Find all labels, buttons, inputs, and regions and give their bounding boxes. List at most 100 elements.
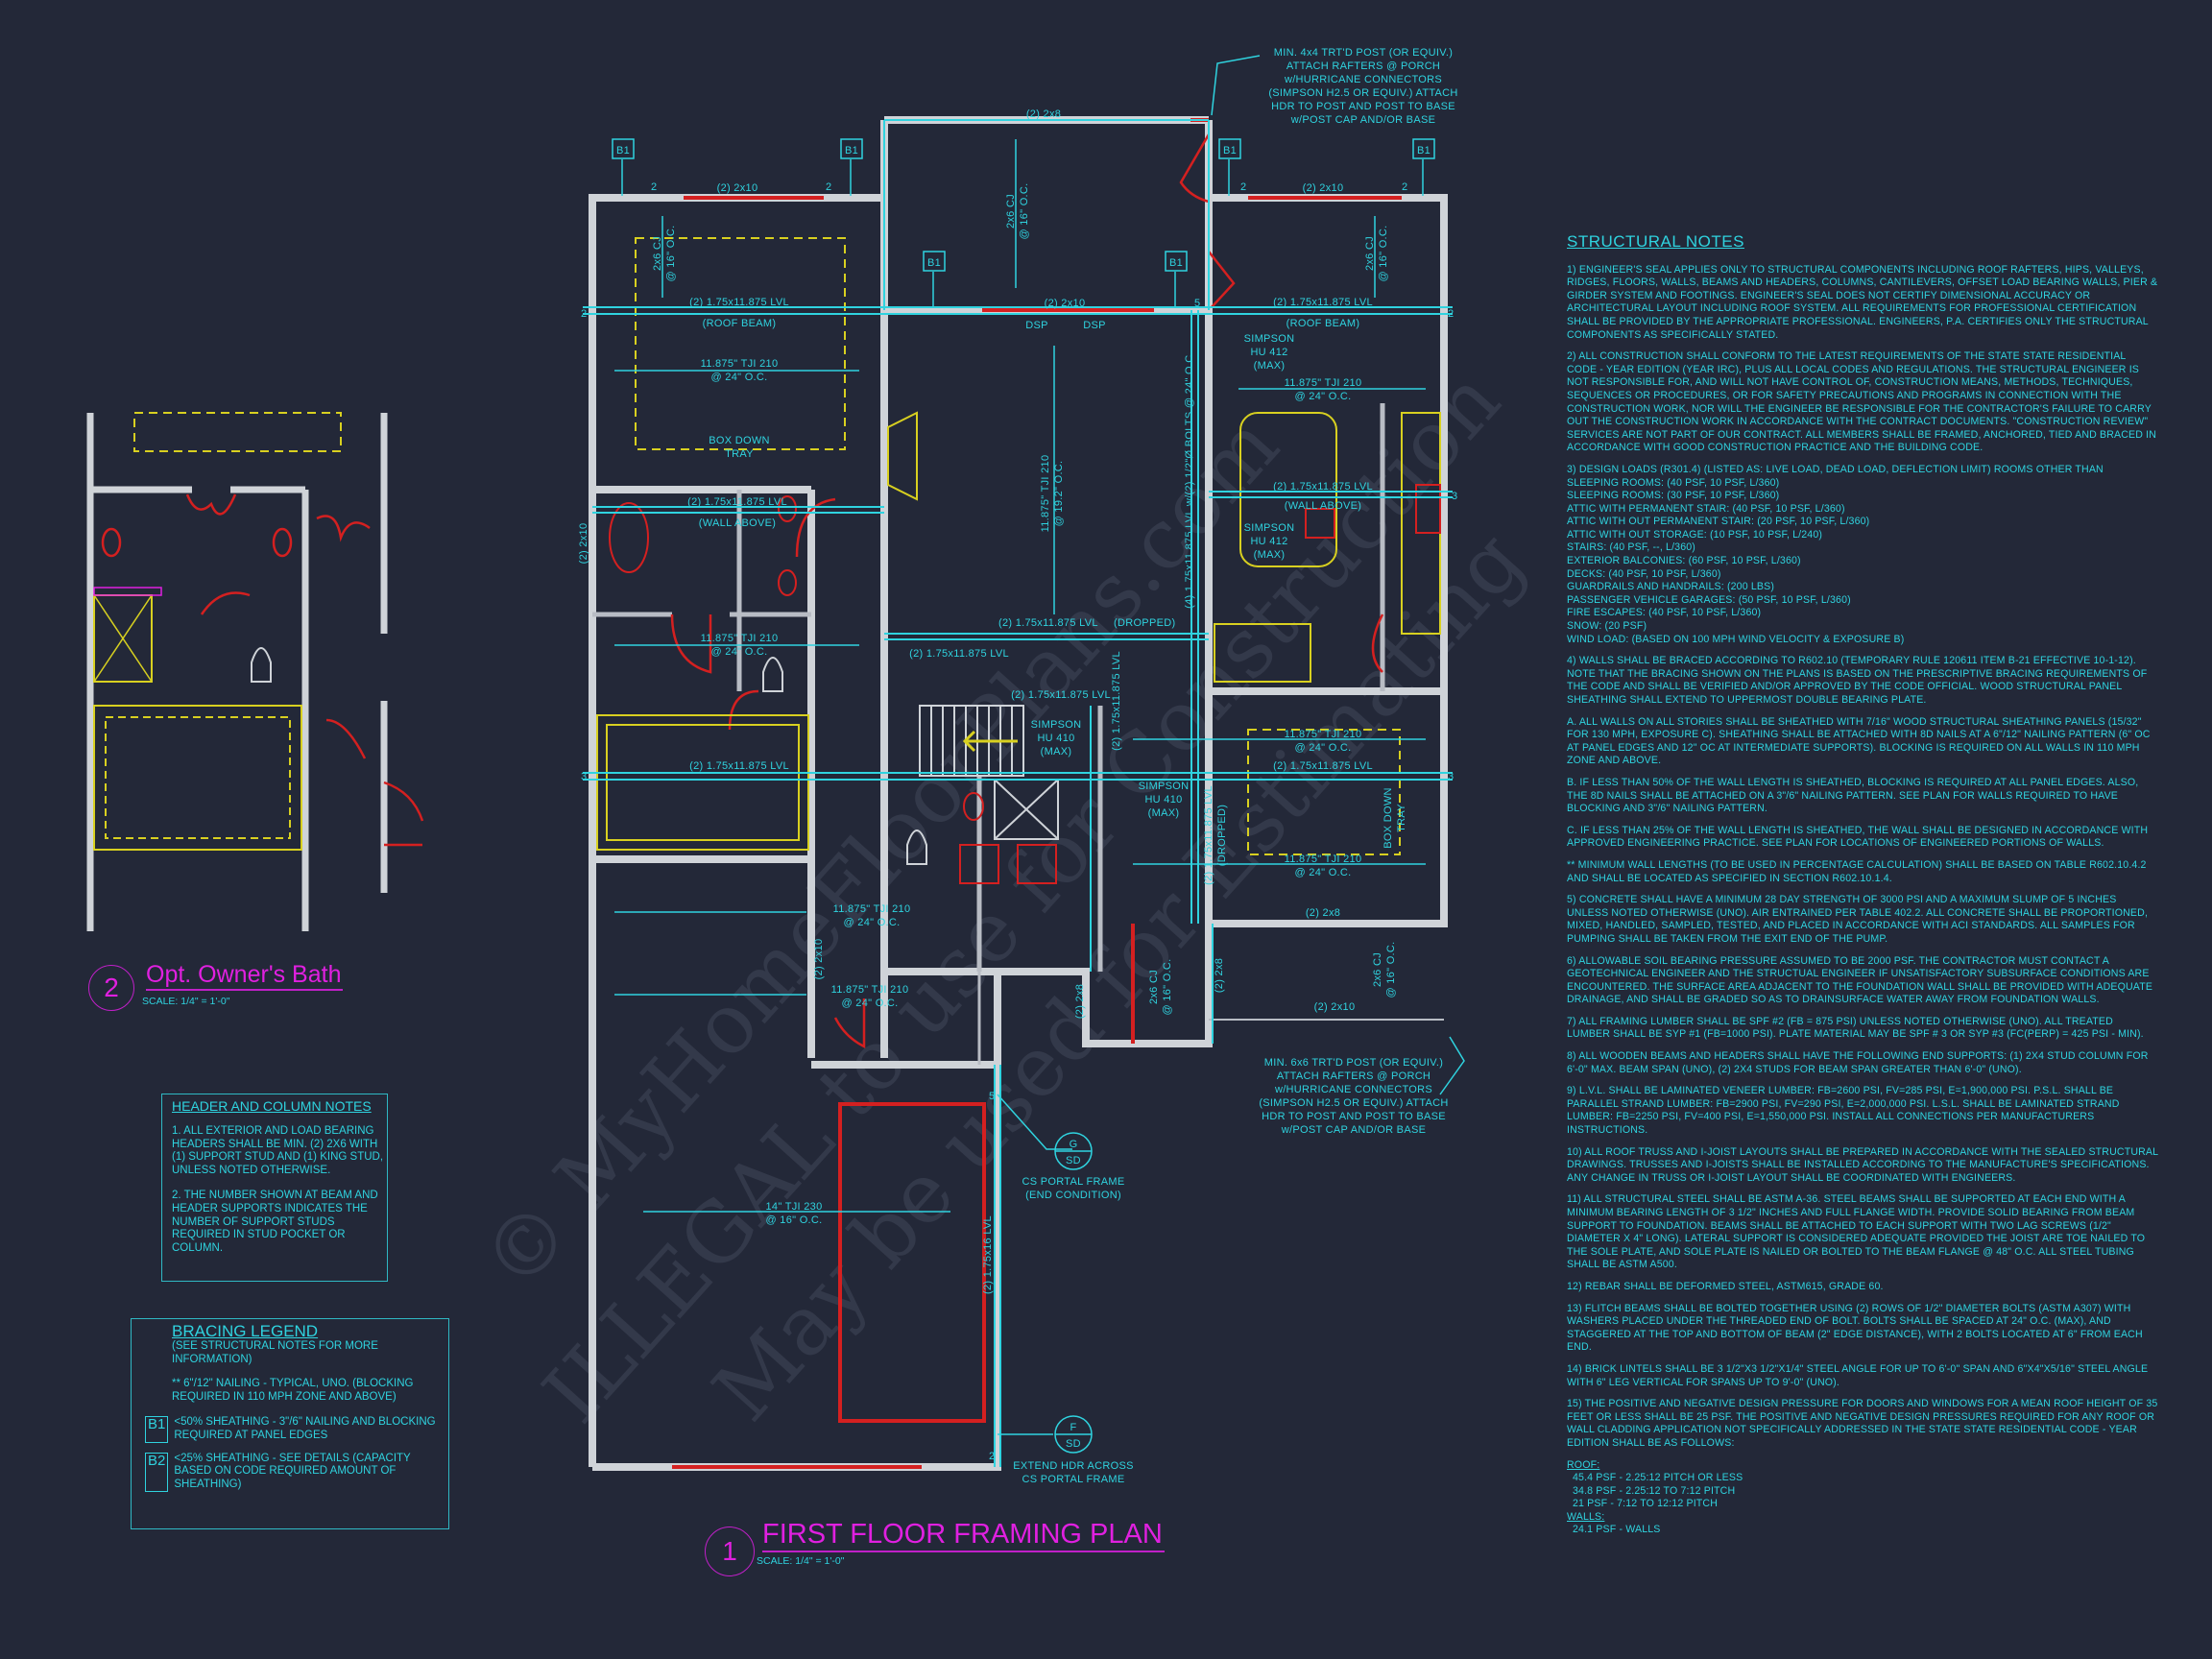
- joist-label: 11.875" TJI 210: [701, 358, 779, 370]
- header-notes-title: HEADER AND COLUMN NOTES: [172, 1098, 372, 1114]
- structural-note: 10) ALL ROOF TRUSS AND I-JOIST LAYOUTS S…: [1567, 1145, 2158, 1184]
- beam-note: (ROOF BEAM): [1286, 318, 1360, 329]
- detail-marker-f[interactable]: F SD EXTEND HDR ACROSS CS PORTAL FRAME: [1013, 1415, 1134, 1485]
- callout-line: (SIMPSON H2.5 OR EQUIV.) ATTACH: [1259, 1097, 1448, 1109]
- structural-note: 9) L.V.L. SHALL BE LAMINATED VENEER LUMB…: [1567, 1085, 2120, 1137]
- joist-spacing: @ 19.2" O.C.: [1053, 461, 1065, 527]
- structural-note: A. ALL WALLS ON ALL STORIES SHALL BE SHE…: [1567, 715, 2151, 767]
- b1-leaders: [621, 55, 1465, 1435]
- b1-tag: B1: [1218, 138, 1241, 159]
- svg-text:B1: B1: [1223, 145, 1237, 156]
- header-label: (2) 2x8: [1306, 907, 1340, 919]
- joist-label: 11.875" TJI 210: [833, 903, 911, 915]
- bracing-legend: BRACING LEGEND (SEE STRUCTURAL NOTES FOR…: [131, 1318, 449, 1529]
- owners-bath-option-drawing: [86, 412, 424, 931]
- stud-count: 2: [651, 181, 657, 193]
- hanger-label: HU 410: [1144, 794, 1182, 805]
- ceiling-joist-label: 2x6 CJ: [1364, 236, 1376, 271]
- beam-note: (WALL ABOVE): [1285, 500, 1361, 512]
- drawing-scale: SCALE: 1/4" = 1'-0": [757, 1555, 845, 1567]
- detail-note: (END CONDITION): [1025, 1190, 1121, 1201]
- beam-lines: [583, 119, 1453, 1467]
- roof-pressure: 21 PSF - 7:12 TO 12:12 PITCH: [1573, 1498, 1719, 1510]
- structural-note: ** MINIMUM WALL LENGTHS (TO BE USED IN P…: [1567, 858, 2147, 884]
- drawing-title: FIRST FLOOR FRAMING PLAN: [762, 1519, 1165, 1552]
- header-label: (2) 2x10: [717, 182, 758, 194]
- beam-label: (2) 1.75x11.875 LVL: [1011, 689, 1111, 701]
- detail-note: CS PORTAL FRAME: [1022, 1474, 1125, 1485]
- stud-count: 2: [1402, 181, 1407, 193]
- stud-count: 2: [826, 181, 831, 193]
- joist-label: 11.875" TJI 210: [1040, 455, 1051, 533]
- callout-line: (SIMPSON H2.5 OR EQUIV.) ATTACH: [1268, 87, 1457, 99]
- joist-label: 11.875" TJI 210: [831, 984, 909, 996]
- stud-count: 2: [1240, 181, 1246, 193]
- detail-marker-g[interactable]: G SD CS PORTAL FRAME (END CONDITION): [1022, 1132, 1125, 1201]
- header-label: (2) 2x10: [813, 939, 825, 980]
- beam-label: (2) 1.75x11.875 LVL: [1203, 785, 1214, 885]
- b1-tag: B1: [923, 251, 946, 272]
- structural-note: 15) THE POSITIVE AND NEGATIVE DESIGN PRE…: [1567, 1398, 2158, 1449]
- callout-line: ATTACH RAFTERS @ PORCH: [1277, 1070, 1431, 1082]
- structural-notes: STRUCTURAL NOTES 1) ENGINEER'S SEAL APPL…: [1567, 232, 2158, 1537]
- header-label: (2) 2x8: [1214, 958, 1225, 993]
- ceiling-joist-label: 2x6 CJ: [1005, 194, 1017, 228]
- structural-notes-title: STRUCTURAL NOTES: [1567, 232, 1744, 251]
- callout-line: w/POST CAP AND/OR BASE: [1290, 114, 1435, 126]
- svg-text:B1: B1: [927, 257, 941, 269]
- beam-label: (2) 1.75x11.875 LVL: [909, 648, 1009, 660]
- ceiling-joist-label: 2x6 CJ: [652, 236, 663, 271]
- stud-count: 5: [989, 1091, 995, 1102]
- header-label: (2) 2x8: [1026, 108, 1061, 120]
- bracing-tags: B1 B1 B1 B1 B1 B1: [612, 138, 1435, 272]
- header-label: (2) 2x8: [1074, 984, 1086, 1019]
- plumbing-fixtures: [609, 484, 1441, 884]
- ceiling-joist-label: 2x6 CJ: [1372, 952, 1383, 987]
- joist-spacing: @ 24" O.C.: [1294, 391, 1351, 402]
- structural-note: 4) WALLS SHALL BE BRACED ACCORDING TO R6…: [1567, 655, 2148, 706]
- fixtures: [596, 411, 1441, 851]
- beam-label: (2) 1.75x11.875 LVL: [1273, 297, 1373, 308]
- b1-tag: B1: [612, 138, 635, 159]
- svg-text:B1: B1: [845, 145, 858, 156]
- walls-pressure: 24.1 PSF - WALLS: [1573, 1524, 1661, 1536]
- beam-label: (2) 1.75x11.875 LVL: [1273, 481, 1373, 493]
- svg-text:B1: B1: [1417, 145, 1431, 156]
- beam-label: (2) 1.75x11.875 LVL: [1273, 760, 1373, 772]
- structural-note: 3) DESIGN LOADS (R301.4) (LISTED AS: LIV…: [1567, 463, 2104, 645]
- hanger-label: HU 412: [1250, 347, 1287, 358]
- watermark: © MyHomeFloorPlans.com ILLEGAL to use fo…: [464, 353, 1542, 1442]
- beam-note: (DROPPED): [1216, 805, 1228, 866]
- detail-note: EXTEND HDR ACROSS: [1013, 1460, 1134, 1472]
- callout-line: ATTACH RAFTERS @ PORCH: [1286, 60, 1440, 72]
- structural-note: 13) FLITCH BEAMS SHALL BE BOLTED TOGETHE…: [1567, 1302, 2143, 1354]
- structural-note: 5) CONCRETE SHALL HAVE A MINIMUM 28 DAY …: [1567, 894, 2149, 945]
- header-note: 2. THE NUMBER SHOWN AT BEAM AND HEADER S…: [172, 1189, 378, 1255]
- joist-label: 11.875" TJI 210: [701, 633, 779, 644]
- roof-pressure: 34.8 PSF - 2.25:12 TO 7:12 PITCH: [1573, 1484, 1736, 1497]
- stud-count: 3: [1452, 491, 1457, 502]
- toilets: [762, 657, 927, 865]
- svg-text:B1: B1: [616, 145, 630, 156]
- roof-pressure: 45.4 PSF - 2.25:12 PITCH OR LESS: [1573, 1472, 1743, 1484]
- header-label: (2) 2x10: [1045, 298, 1086, 309]
- joist-spacing: @ 24" O.C.: [1294, 867, 1351, 878]
- beam-note: (DROPPED): [1114, 617, 1175, 629]
- drawing-number: 2: [88, 965, 134, 1011]
- beam-label: (2) 1.75x11.875 LVL: [689, 297, 789, 308]
- bracing-legend-title: BRACING LEGEND: [172, 1322, 319, 1340]
- joist-spacing: @ 24" O.C.: [710, 372, 767, 383]
- callout-line: w/POST CAP AND/OR BASE: [1281, 1124, 1426, 1136]
- joist-spacing: @ 24" O.C.: [1294, 742, 1351, 754]
- joist-label: 11.875" TJI 210: [1285, 377, 1362, 389]
- sheet-id: SD: [1066, 1155, 1081, 1166]
- hanger-label: (MAX): [1041, 746, 1072, 757]
- joist-spacing: @ 24" O.C.: [843, 917, 900, 928]
- sheet-id: SD: [1066, 1438, 1081, 1450]
- structural-note: 11) ALL STRUCTURAL STEEL SHALL BE ASTM A…: [1567, 1193, 2146, 1271]
- structural-notes-list: 1) ENGINEER'S SEAL APPLIES ONLY TO STRUC…: [1567, 264, 2158, 1451]
- stud-count: 2: [581, 308, 587, 320]
- beam-label: (2) 1.75x11.875 LVL: [689, 760, 789, 772]
- tray-label: BOX DOWN: [709, 435, 770, 446]
- beam-label: (2) 1.75x11.875 LVL: [998, 617, 1098, 629]
